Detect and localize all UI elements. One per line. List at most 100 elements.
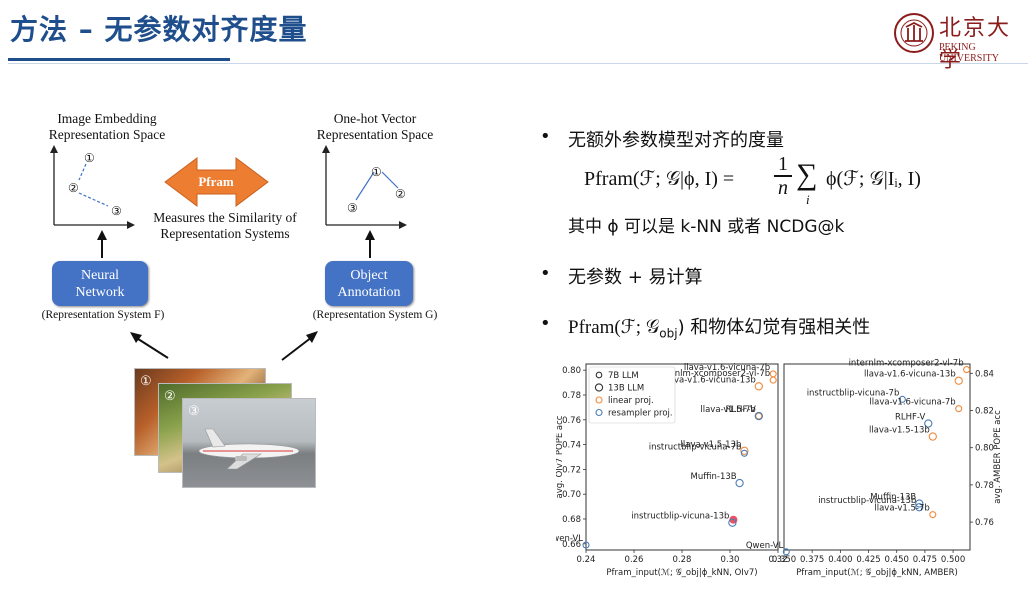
formula-sum-index: i [806, 192, 810, 207]
point-label: llava-v1.5-7b [874, 504, 929, 514]
x-axis-label: Pfram_input(ℳ; 𝒢_obj|ϕ_kNN, OIv7) [606, 568, 757, 578]
photo-3-airplane: ③ [182, 398, 316, 488]
x-tick-label: 0.26 [625, 555, 644, 565]
neural-network-box: Neural Network [52, 261, 148, 306]
logo-chinese-name: 北京大学 [939, 16, 1012, 73]
point-label: instructblip-vicuna-7b [807, 388, 900, 398]
chart-frame [783, 363, 971, 551]
point-label: llava-v1.6-vicuna-7b [684, 363, 770, 373]
data-point [769, 376, 777, 384]
data-point [735, 478, 744, 488]
neural-up-arrow [97, 230, 107, 258]
x-tick-label: 0.400 [828, 555, 852, 565]
y-tick-label: 0.78 [562, 391, 581, 401]
legend-label: 13B LLM [608, 384, 644, 394]
data-point [924, 419, 933, 428]
y-tick-label: 0.80 [562, 366, 581, 376]
photo-1-label: ① [140, 373, 152, 388]
legend-label: 7B LLM [608, 371, 639, 381]
data-point [929, 511, 937, 519]
point-label: instructblip-vicuna-7b [649, 442, 742, 452]
x-tick-label: 0.28 [673, 555, 692, 565]
x-tick-label: 0.375 [800, 555, 824, 565]
formula-fraction: 1 n [774, 154, 792, 198]
y-axis-label: avg. OIv7 POPE acc [556, 415, 565, 498]
x-axis-label: Pfram_input(ℳ; 𝒢_obj|ϕ_kNN, AMBER) [796, 568, 958, 578]
legend-label: linear proj. [608, 396, 654, 406]
x-tick-label: 0.450 [885, 555, 909, 565]
photo-3-label: ③ [188, 403, 200, 418]
measure-text-line1: Measures the Similarity of [153, 210, 297, 225]
title-divider [8, 63, 1028, 64]
y-tick-label: 0.66 [562, 540, 581, 550]
left-system-label: (Representation System F) [41, 309, 165, 321]
legend-label: resampler proj. [608, 409, 673, 419]
point-label: RLHF-V [725, 405, 755, 415]
point-label: llava-v1.6-vicuna-7b [869, 398, 955, 408]
data-point [955, 405, 963, 413]
right-point-1: ① [371, 165, 382, 179]
data-point [782, 548, 790, 556]
point-label: llava-v1.6-vicuna-13b [864, 370, 956, 380]
object-annotation-box: Object Annotation [325, 261, 413, 306]
formula-frac-den: n [778, 176, 788, 199]
pku-seal-icon [894, 13, 934, 53]
formula-frac-bar [774, 175, 792, 177]
point-label: instructblip-vicuna-13b [631, 512, 729, 522]
left-point-3: ③ [111, 204, 122, 218]
data-point [915, 503, 924, 512]
legend-marker [594, 383, 604, 392]
x-tick-label: 0.500 [941, 555, 965, 565]
x-tick-label: 0.350 [772, 555, 796, 565]
bullet-text-4: Pfram(ℱ; 𝒢obj) 和物体幻觉有强相关性 [568, 313, 870, 341]
point-label: instructblip-vicuna-13b [818, 496, 916, 506]
point-label: Qwen-VL [556, 534, 583, 544]
x-tick-label: 0.24 [577, 555, 596, 565]
image-to-object-arrow [281, 331, 318, 361]
diagram-graphics [50, 145, 407, 361]
data-point [963, 366, 971, 374]
left-space-axes [50, 145, 135, 229]
x-tick-label: 0.475 [913, 555, 937, 565]
data-point [898, 395, 906, 403]
point-label: llava-v1.5-13b [681, 440, 742, 450]
right-point-2: ② [395, 187, 406, 201]
y-tick-label: 0.76 [975, 518, 994, 528]
point-label: internlm-xcomposer2-vl-7b [849, 359, 964, 369]
image-to-neural-arrow [130, 332, 169, 359]
y-tick-label: 0.78 [975, 481, 994, 491]
right-space-title-line2: Representation Space [316, 127, 434, 142]
y-tick-label: 0.84 [975, 369, 994, 379]
bullet-dot: • [540, 263, 551, 284]
right-space-title-line1: One-hot Vector [333, 111, 417, 126]
point-label: Muffin-13B [691, 472, 737, 482]
y-tick-label: 0.72 [562, 465, 581, 475]
measure-text-line2: Representation Systems [160, 226, 290, 241]
data-point [582, 541, 590, 549]
chart-legend: 7B LLM 13B LLM linear proj. resampler proj. [588, 366, 676, 424]
data-point [754, 382, 763, 391]
object-box-line1: Object [350, 267, 388, 283]
left-space-title-line2: Representation Space [48, 127, 166, 142]
data-point [740, 449, 748, 457]
y-tick-label: 0.74 [562, 441, 581, 451]
formula-frac-num: 1 [778, 153, 788, 175]
university-logo: 北京大学 PEKING UNIVERSITY [893, 10, 1033, 73]
photo-2-label: ② [164, 388, 176, 403]
bullet-4-subscript: obj [659, 326, 678, 341]
bullet-dot: • [540, 313, 551, 334]
y-axis-label: avg. AMBER POPE acc [993, 410, 1003, 504]
page-title: 方法 – 无参数对齐度量 [10, 13, 308, 46]
data-point [928, 432, 937, 441]
x-tick-label: 0.32 [769, 555, 788, 565]
data-point [740, 446, 749, 455]
neural-box-line2: Network [75, 284, 125, 300]
point-label: RLHF-V [895, 413, 925, 423]
data-point [728, 518, 737, 527]
data-point [954, 376, 963, 385]
point-label: Qwen-VL [746, 541, 784, 551]
left-space-title-line1: Image Embedding [57, 111, 157, 126]
data-point [754, 411, 763, 421]
